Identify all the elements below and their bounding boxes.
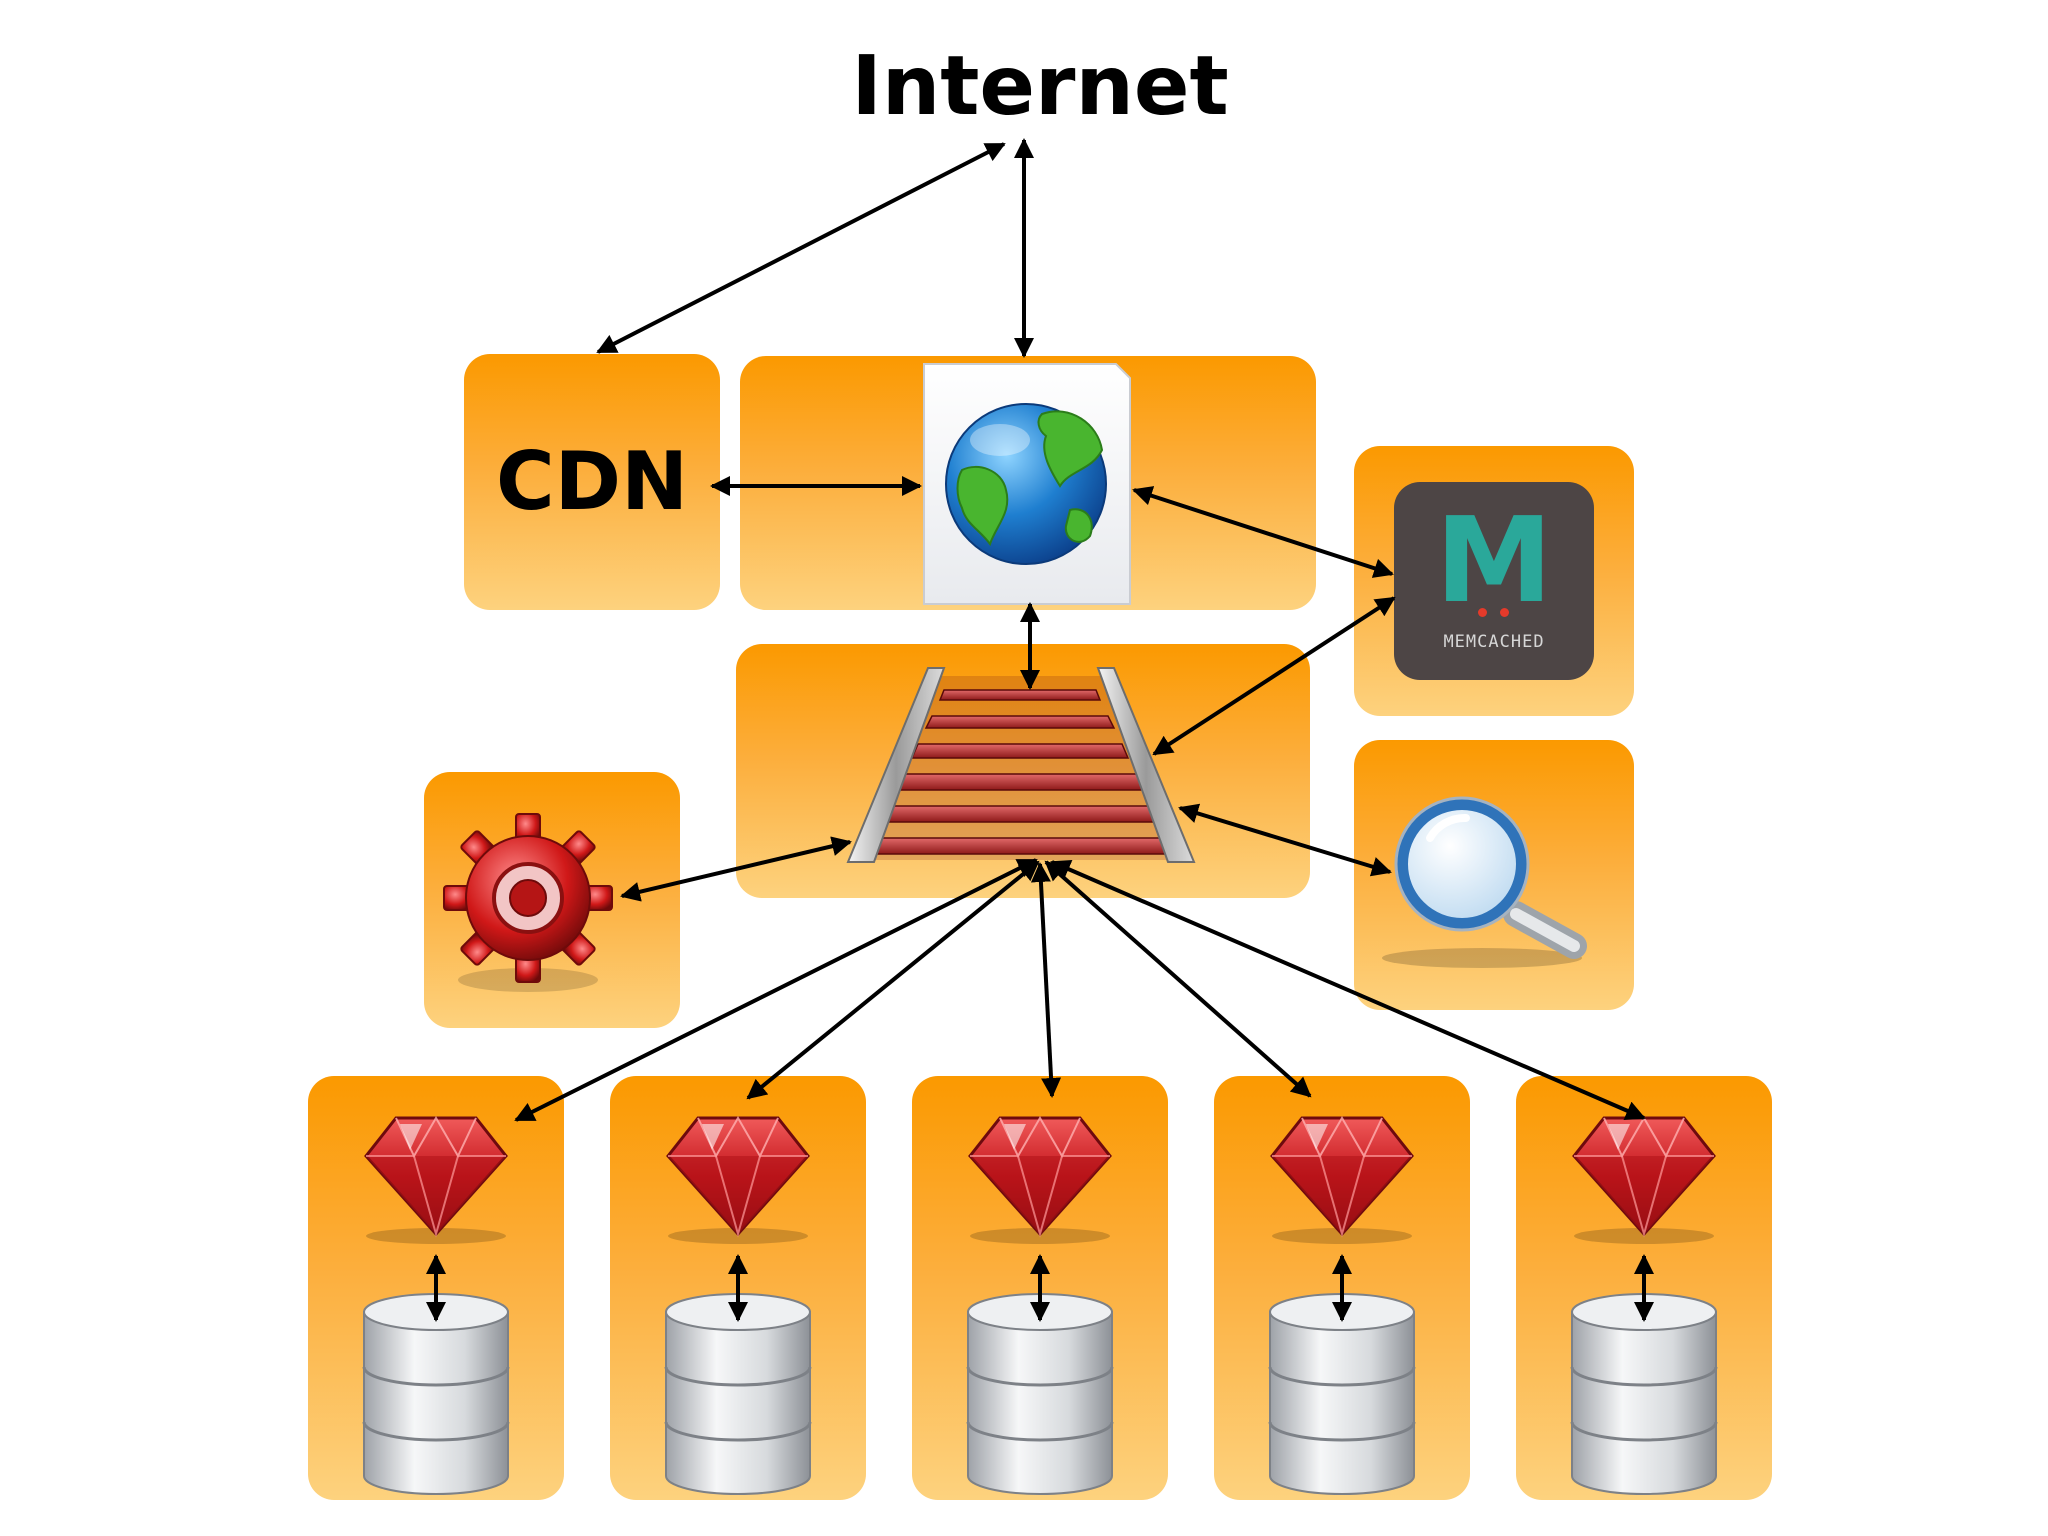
rails-app-box [736, 644, 1310, 898]
cdn-label: CDN [495, 435, 689, 528]
cdn-box: CDN [464, 354, 720, 610]
shard-box [610, 1076, 866, 1500]
internet-label: Internet [851, 39, 1229, 134]
memcached-eyes [1478, 608, 1510, 618]
arrow-internet-cdn [596, 142, 1006, 354]
shard-box [1516, 1076, 1772, 1500]
search-box [1354, 740, 1634, 1010]
memcached-letter: M [1435, 491, 1553, 629]
memcached-box: M MEMCACHED [1354, 446, 1634, 716]
shard-box [308, 1076, 564, 1500]
background-worker-box [424, 772, 680, 1028]
memcached-label: MEMCACHED [1443, 632, 1545, 652]
shard-box [1214, 1076, 1470, 1500]
memcached-icon: M MEMCACHED [1394, 482, 1594, 680]
web-server-box [740, 356, 1316, 610]
arrow-rails-shard-3 [1030, 862, 1062, 1098]
shard-box [912, 1076, 1168, 1500]
